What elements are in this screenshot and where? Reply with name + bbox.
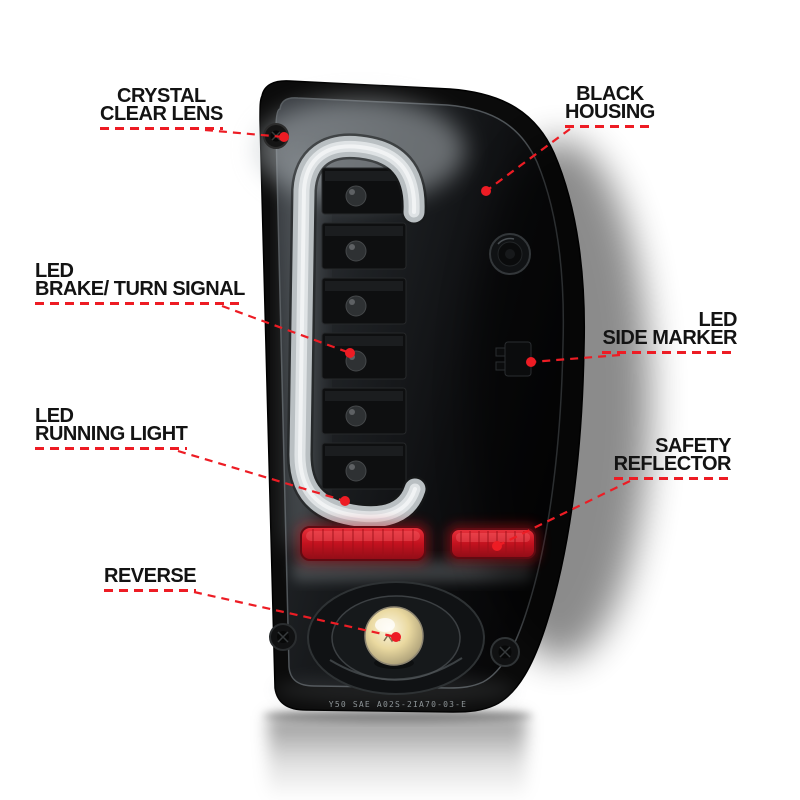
callout-led-brake-turn: LED BRAKE/ TURN SIGNAL [35,260,245,305]
led-running-light-bar [287,133,428,530]
lens-screw-right [489,233,531,275]
callout-reverse: REVERSE [104,565,197,592]
callout-text-line: CRYSTAL [117,85,206,107]
callout-text-line: RUNNING LIGHT [35,423,188,445]
led-brake-turn-modules [321,167,407,490]
callout-text-line: SAFETY [655,435,731,457]
callout-text-line: LED [35,260,74,282]
callout-text-line: BLACK [576,83,644,105]
callout-text-line: LED [698,309,738,331]
housing-screw-bottom-right [490,637,520,667]
led-module [321,277,407,325]
leader-line-led-running-light [177,449,346,503]
floor-reflection [263,710,533,800]
callout-crystal-clear-lens: CRYSTAL CLEAR LENS [100,85,223,130]
led-module [321,442,407,490]
callout-dot-crystal-clear-lens [279,132,289,142]
callout-text-line: BRAKE/ TURN SIGNAL [35,278,245,300]
callout-text-line: SIDE MARKER [602,327,737,349]
led-module [321,332,407,380]
led-module [321,387,407,435]
callout-dot-led-running-light [340,496,350,506]
leader-line-led-side-marker [530,353,621,364]
callout-dot-black-housing [481,186,491,196]
callout-led-running-light: LED RUNNING LIGHT [35,405,188,450]
leader-line-safety-reflector [496,480,631,547]
callout-text-line: LED [35,405,74,427]
callout-text-line: CLEAR LENS [100,103,223,125]
callout-dot-led-side-marker [526,357,536,367]
safety-reflector-left [297,523,429,564]
led-module [321,167,407,215]
callout-text-line: HOUSING [565,101,655,123]
lens-marking-text: Y50 SAE A02S-2IA70-03-E [329,700,467,709]
leader-line-reverse [193,590,397,639]
callout-dot-led-brake-turn [345,348,355,358]
led-module [321,222,407,270]
callout-text-line: REFLECTOR [613,453,732,475]
leader-line-black-housing [485,128,571,192]
callout-black-housing: BLACK HOUSING [565,83,655,128]
callout-safety-reflector: SAFETY REFLECTOR [613,435,732,480]
led-side-marker-connector [495,341,532,377]
callout-led-side-marker: LED SIDE MARKER [602,309,738,354]
callout-text-line: REVERSE [104,565,197,587]
housing-screw-bottom-left [269,623,297,651]
leader-line-led-brake-turn [221,304,351,355]
callout-dot-reverse [391,632,401,642]
callout-dot-safety-reflector [492,541,502,551]
